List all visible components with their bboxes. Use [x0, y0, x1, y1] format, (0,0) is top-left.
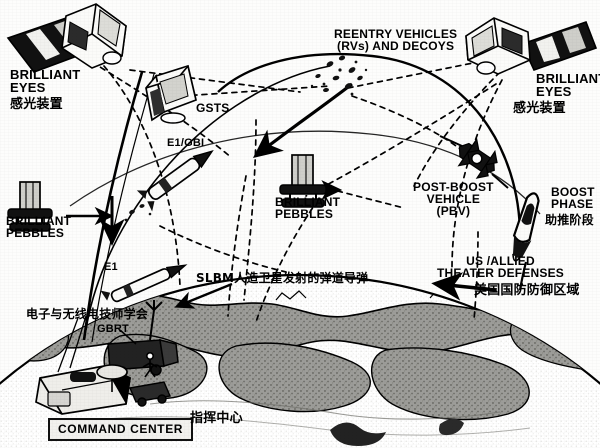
- label-brilliant-pebbles-center: BRILLIANT PEBBLES: [275, 195, 341, 222]
- label-theater-defenses-cn: 美国国防防御区域: [474, 283, 580, 298]
- satellite-top-left: [6, 3, 127, 73]
- label-brilliant-eyes-left-cn: 感光装置: [10, 97, 63, 112]
- label-boost-phase-cn: 助推阶段: [545, 213, 594, 227]
- boost-phase-rocket: [512, 192, 540, 291]
- trajectory-arcs: [69, 52, 541, 343]
- pebble-left: [7, 181, 53, 232]
- label-command-center-cn: 指挥中心: [190, 411, 243, 426]
- label-brilliant-eyes-left: BRILLIANT EYES: [10, 67, 81, 96]
- label-e1-gbi: E1/GBI: [167, 137, 205, 149]
- label-command-center: COMMAND CENTER: [48, 418, 194, 441]
- post-boost-vehicle: [439, 135, 509, 189]
- label-e1: E1: [104, 261, 118, 273]
- label-brilliant-eyes-right-cn: 感光装置: [513, 101, 566, 116]
- label-brilliant-pebbles-left: BRILLIANT PEBBLES: [6, 214, 72, 241]
- engagement-arrows: [66, 82, 497, 309]
- label-boost-phase: BOOST PHASE: [551, 185, 595, 212]
- label-gsts: GSTS: [196, 101, 230, 115]
- satellite-top-right: [465, 17, 598, 75]
- command-center-vehicles: [35, 300, 179, 415]
- label-brilliant-eyes-right: BRILLIANT EYES: [536, 71, 600, 100]
- label-reentry-vehicles: REENTRY VEHICLES (RVs) AND DECOYS: [334, 27, 458, 54]
- label-theater-defenses: US /ALLIED THEATER DEFENSES: [437, 254, 564, 281]
- rv-decoy-cloud: [124, 55, 368, 222]
- pebble-center: [279, 154, 327, 208]
- label-institute: 电子与无线电技师学会: [26, 307, 149, 321]
- gsts-sensor: [145, 64, 197, 124]
- gbrt-leader-line: [119, 329, 137, 345]
- label-gbrt: GBRT: [97, 323, 129, 335]
- e1-gbi-interceptor: [136, 149, 214, 212]
- e1-interceptor: [100, 264, 188, 303]
- label-post-boost-vehicle: POST-BOOST VEHICLE (PBV): [413, 180, 494, 219]
- label-slbm: SLBM人造卫星发射的弹道导弹: [196, 271, 369, 285]
